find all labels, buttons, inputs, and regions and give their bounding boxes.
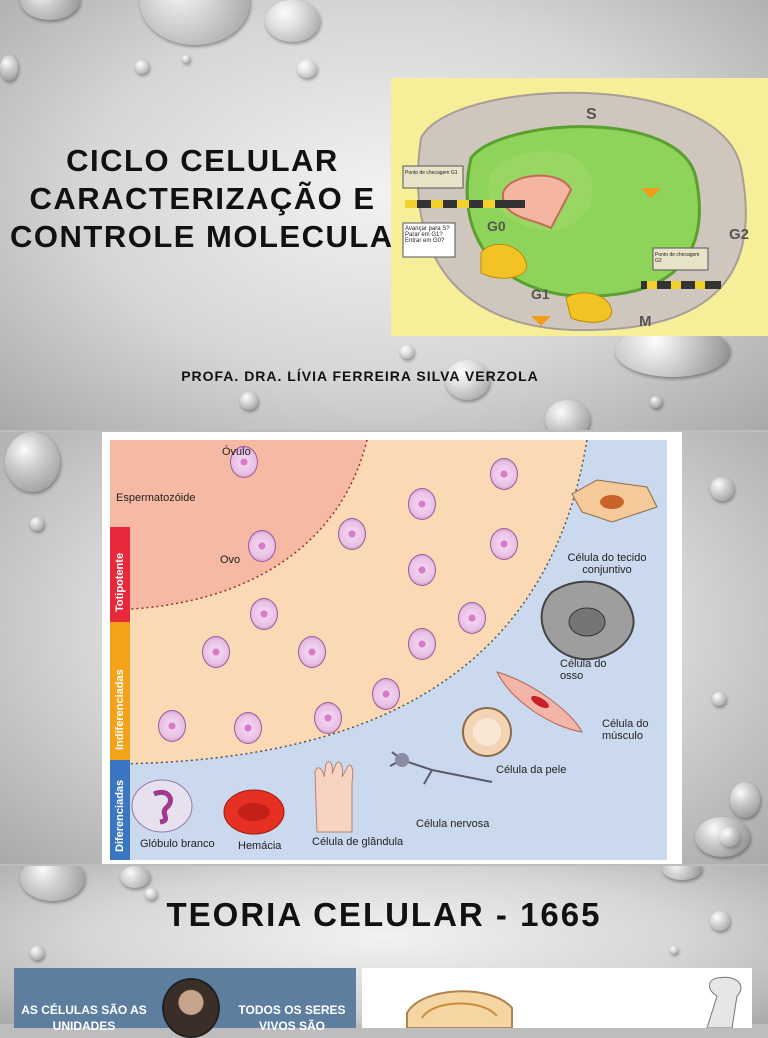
label-glandula: Célula de glândula: [312, 836, 404, 848]
water-drop: [265, 0, 320, 42]
water-drop: [140, 0, 250, 45]
water-drop: [695, 817, 750, 857]
phase-label-g2: G2: [729, 226, 750, 243]
label-globulo: Glóbulo branco: [140, 838, 215, 850]
title-line: CONTROLE MOLECULAR: [10, 219, 418, 254]
cell: [338, 518, 366, 550]
title-line: CARACTERIZAÇÃO E: [29, 181, 376, 216]
water-drop: [20, 0, 80, 20]
band-label-indiferenciadas: Indiferenciadas: [114, 669, 126, 750]
cell-cycle-image: S G2 M G1 G0 Ponto de checagem G1 Ponto …: [391, 78, 768, 336]
water-drop: [20, 866, 85, 901]
ovo-cell: [248, 530, 276, 562]
phase-label-s: S: [586, 106, 597, 123]
water-drop: [670, 946, 678, 954]
water-drop: [135, 60, 149, 74]
checkpoint-sign-g1: Ponto de checagem G1: [405, 170, 458, 176]
water-drop: [30, 946, 44, 960]
cell: [490, 458, 518, 490]
water-drop: [662, 866, 702, 880]
slide-3-title: TEORIA CELULAR - 1665: [166, 896, 602, 933]
label-espermatozoide: Espermatozóide: [116, 492, 196, 504]
cell: [408, 628, 436, 660]
water-drop: [545, 400, 590, 430]
cell: [298, 636, 326, 668]
label-musculo: Célula do músculo: [602, 718, 649, 742]
label-osso: Célula do osso: [560, 658, 607, 682]
cell: [250, 598, 278, 630]
water-drop: [0, 55, 18, 81]
title-line: CICLO CELULAR: [66, 143, 339, 178]
water-drop: [650, 396, 662, 408]
water-drop: [297, 60, 317, 78]
slide-3-left-box: AS CÉLULAS SÃO AS UNIDADES TODOS OS SERE…: [14, 968, 356, 1038]
cell: [458, 602, 486, 634]
label-ovo: Ovo: [220, 554, 241, 566]
checkpoint-sign-g2: Ponto de checagem G2: [655, 252, 700, 264]
cell: [490, 528, 518, 560]
cell-differentiation-image: Óvulo Espermatozóide Ovo Célula do tecid…: [102, 432, 682, 864]
checkpoint-question: Avançar para S? Parar em G1? Entrar em G…: [405, 226, 450, 244]
phase-label-g0: G0: [487, 218, 506, 234]
label-tecido-conjuntivo: Célula do tecido conjuntivo: [567, 552, 647, 576]
cell: [408, 554, 436, 586]
cell: [158, 710, 186, 742]
cell: [408, 488, 436, 520]
label-ovulo: Óvulo: [222, 446, 251, 458]
label-pele: Célula da pele: [496, 764, 567, 776]
water-drop: [145, 888, 157, 900]
water-drop: [730, 782, 760, 818]
band-label-diferenciadas: Diferenciadas: [114, 779, 126, 852]
cell-cycle-drawing: [391, 78, 768, 336]
left-box-text: AS CÉLULAS SÃO AS UNIDADES: [21, 1003, 147, 1033]
portrait-image: [162, 978, 220, 1038]
cell: [314, 702, 342, 734]
cell: [234, 712, 262, 744]
label-nervosa: Célula nervosa: [416, 818, 490, 830]
water-drop: [400, 345, 414, 359]
author-name: PROFA. DRA. LÍVIA FERREIRA SILVA VERZOLA: [181, 368, 539, 384]
label-hemacia: Hemácia: [238, 840, 282, 852]
cell-diagram-drawing: [406, 976, 742, 1029]
water-drop: [120, 866, 150, 888]
cell: [202, 636, 230, 668]
water-drop: [30, 517, 44, 531]
band-label-totipotente: Totipotente: [114, 552, 126, 612]
water-drop: [710, 911, 730, 931]
water-drop: [710, 477, 734, 501]
right-box-text: TODOS OS SERES VIVOS SÃO: [238, 1003, 346, 1033]
phase-label-g1: G1: [531, 286, 550, 302]
cell: [372, 678, 400, 710]
slide-1: CICLO CELULAR CARACTERIZAÇÃO E CONTROLE …: [0, 0, 768, 430]
water-drop: [445, 360, 490, 400]
ovulo-cell: [230, 446, 258, 478]
water-drop: [182, 55, 190, 63]
water-drop: [712, 692, 726, 706]
differentiation-drawing: [102, 432, 682, 864]
phase-label-m: M: [639, 313, 652, 330]
slide-1-title: CICLO CELULAR CARACTERIZAÇÃO E CONTROLE …: [10, 142, 418, 256]
water-drop: [5, 432, 60, 492]
slide-3-cell-image: [362, 968, 752, 1029]
water-drop: [240, 392, 258, 410]
slide-2: Óvulo Espermatozóide Ovo Célula do tecid…: [0, 432, 768, 864]
